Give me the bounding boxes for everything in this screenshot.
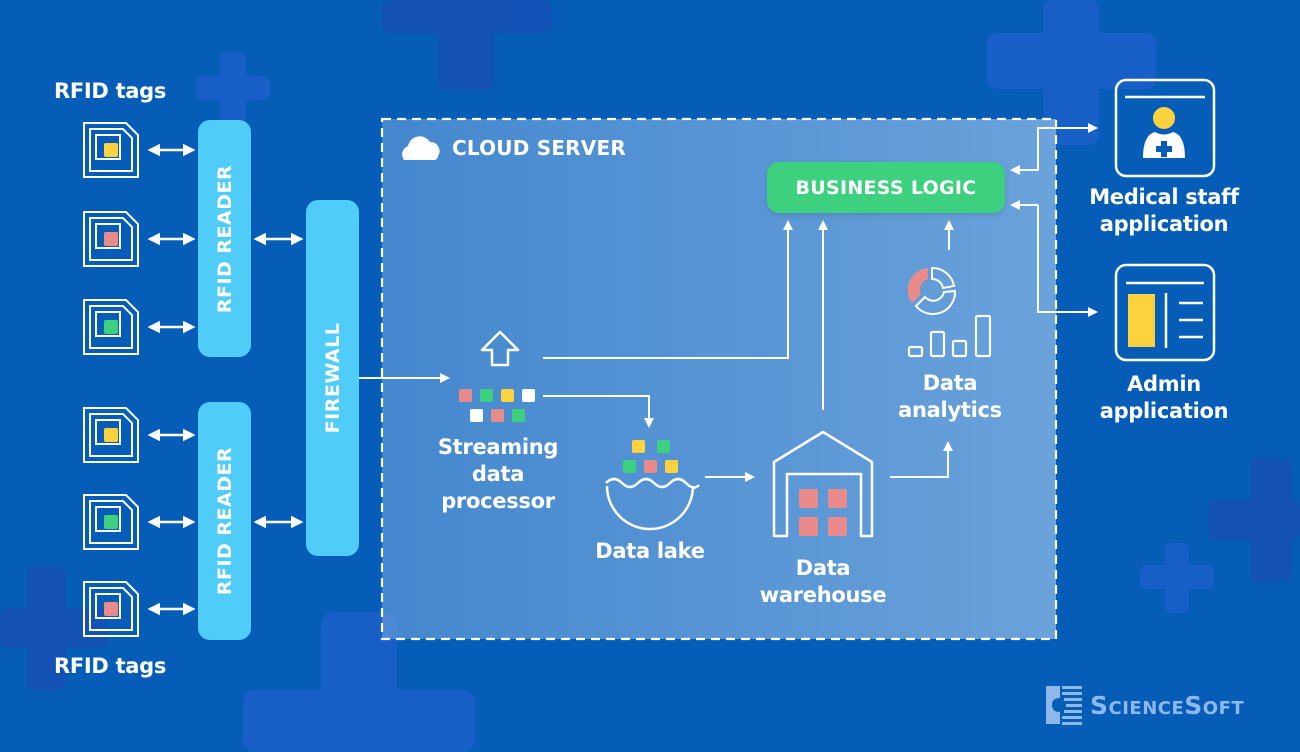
warehouse-square: [828, 517, 847, 536]
bg-cross-small-right-arm: [1140, 565, 1214, 589]
sciencesoft-logo[interactable]: ScienceSoft: [1044, 684, 1244, 726]
lake-squares: [623, 440, 678, 473]
bg-cross-bottom-arm: [243, 690, 475, 752]
medical-app-label-line2: application: [1099, 212, 1229, 236]
rfid-tags-bottom-label: RFID tags: [54, 654, 167, 678]
analytics-bar-2: [929, 330, 946, 358]
medical-app-label-line1: Medical staff: [1089, 185, 1239, 209]
warehouse-square: [828, 489, 847, 508]
rfid-chip: [104, 602, 118, 616]
rfid-tag-icon: [83, 581, 139, 637]
rfid-reader-top[interactable]: RFID READER: [198, 120, 251, 357]
lake-bowl-icon: [605, 485, 695, 531]
admin-app-label: Admin application: [1074, 371, 1254, 425]
stream-square: [470, 409, 483, 422]
rfid-tags-group: [83, 122, 139, 637]
lake-square: [665, 460, 678, 473]
rfid-chip: [104, 320, 118, 334]
medical-app-label: Medical staff application: [1074, 184, 1254, 238]
bg-cross-top-center-stem: [438, 0, 495, 90]
brand-name: ScienceSoft: [1090, 690, 1245, 720]
analytics-pie-outline-b: [914, 289, 957, 316]
stream-square: [480, 389, 493, 402]
processor-to-lake-arrow: [543, 395, 654, 428]
medical-staff-app-frame: [1114, 78, 1216, 178]
warehouse-icon: [772, 430, 874, 538]
medical-app-to-logic-arrow: [1010, 127, 1088, 175]
rfid-tag-icon: [83, 407, 139, 463]
data-analytics-label-line2: analytics: [898, 398, 1002, 422]
rfid-reader-bottom-label: RFID READER: [213, 446, 236, 596]
sciencesoft-logo-icon: [1046, 686, 1082, 725]
stream-square: [522, 389, 535, 402]
lake-square: [632, 440, 645, 453]
stream-square: [501, 389, 514, 402]
rfid-reader-top-label: RFID READER: [213, 164, 236, 313]
stream-square: [459, 389, 472, 402]
lake-square: [657, 440, 670, 453]
data-lake-label: Data lake: [595, 539, 705, 563]
analytics-pie-outline-a: [931, 266, 956, 290]
analytics-pie-segment: [907, 268, 928, 303]
admin-app-label-line2: application: [1099, 399, 1229, 423]
business-logic-node[interactable]: BUSINESS LOGIC: [767, 162, 1005, 213]
rfid-chip: [104, 232, 118, 246]
rfid-tag-icon: [83, 211, 139, 267]
processor-to-business-logic-arrow: [543, 220, 793, 359]
lake-square: [623, 460, 636, 473]
rfid-tag-icon: [83, 299, 139, 355]
streaming-squares: [459, 389, 535, 422]
analytics-bar-3: [951, 339, 968, 358]
firewall-label: FIREWALL: [321, 322, 344, 434]
admin-app-frame: [1114, 263, 1216, 362]
bg-cross-top-right-stem: [1043, 0, 1099, 145]
analytics-bar-chart-icon: [907, 314, 992, 358]
logic-to-admin-app-arrow: [1037, 205, 1098, 317]
lake-wave: [605, 477, 700, 489]
admin-app-label-line1: Admin: [1127, 372, 1201, 396]
bg-cross-bottom-left-arm: [0, 608, 108, 648]
business-logic-label: BUSINESS LOGIC: [795, 176, 977, 199]
cloud-icon: [402, 136, 440, 160]
rfid-chip: [104, 428, 118, 442]
admin-dashboard-icon: [1128, 294, 1155, 347]
analytics-bar-4: [974, 314, 992, 358]
streaming-processor-label: Streaming data processor: [420, 434, 576, 515]
data-analytics-label: Data analytics: [880, 370, 1020, 424]
rfid-chip: [104, 515, 118, 529]
bg-cross-right-arm: [1208, 500, 1300, 540]
rfid-reader-bottom[interactable]: RFID READER: [198, 402, 251, 640]
medical-cross-icon: [1156, 141, 1172, 157]
rfid-tags-top-label: RFID tags: [54, 79, 167, 103]
rfid-tag-icon: [83, 122, 139, 178]
data-analytics-label-line1: Data: [922, 371, 978, 395]
streaming-processor-label-line3: processor: [441, 489, 555, 513]
warehouse-to-analytics-arrow: [890, 441, 953, 478]
warehouse-squares: [799, 489, 847, 536]
rfid-tag-icon: [83, 494, 139, 550]
stream-square: [512, 409, 525, 422]
streaming-processor-label-line2: data: [471, 462, 525, 486]
streaming-processor-label-line1: Streaming: [437, 435, 559, 459]
data-warehouse-label: Data warehouse: [750, 555, 896, 609]
cloud-server-border: [380, 117, 1058, 641]
stream-square: [491, 409, 504, 422]
warehouse-square: [799, 517, 818, 536]
medical-staff-head: [1153, 107, 1175, 129]
rfid-chip: [104, 143, 118, 157]
data-warehouse-label-line2: warehouse: [759, 583, 887, 607]
warehouse-square: [799, 489, 818, 508]
upload-arrow-icon: [480, 330, 520, 367]
analytics-bar-1: [907, 345, 924, 358]
lake-square: [644, 460, 657, 473]
cloud-server-title: CLOUD SERVER: [452, 136, 626, 160]
bg-cross-small-top-stem: [220, 52, 246, 124]
data-warehouse-label-line1: Data: [795, 556, 851, 580]
firewall[interactable]: FIREWALL: [306, 200, 359, 556]
